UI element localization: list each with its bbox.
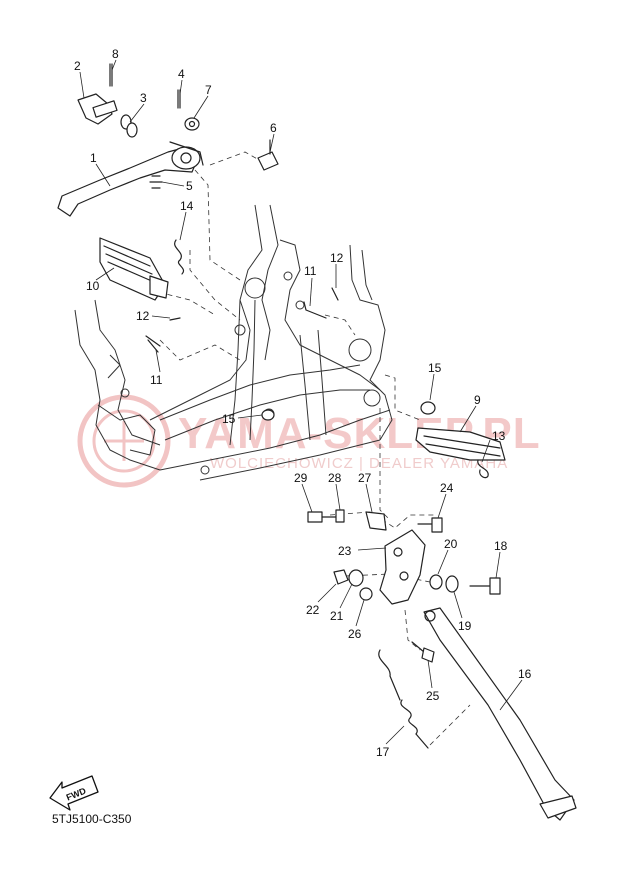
callout-9: 9	[474, 393, 481, 407]
callout-25: 25	[426, 689, 440, 703]
frame-outline	[74, 204, 393, 481]
footrest-right	[415, 427, 506, 461]
bolt-25	[411, 641, 435, 663]
bolt-18	[469, 577, 501, 595]
callout-14: 14	[180, 199, 194, 213]
callout-24: 24	[440, 481, 454, 495]
callout-12-lower: 12	[136, 309, 150, 323]
callout-17: 17	[376, 745, 390, 759]
sidestand	[423, 607, 577, 821]
callout-5: 5	[186, 179, 193, 193]
callout-28: 28	[328, 471, 342, 485]
callout-26: 26	[348, 627, 362, 641]
pin-11-lower	[145, 335, 161, 353]
callout-8: 8	[112, 47, 119, 61]
callout-27: 27	[358, 471, 372, 485]
cotter-pin-8	[109, 63, 113, 87]
watermark-logo-icon	[77, 394, 171, 488]
leader-lines	[79, 59, 523, 745]
washer-19	[445, 575, 459, 593]
nut-15-right	[420, 401, 436, 415]
assembly-lines	[149, 151, 471, 746]
washer-7	[184, 117, 200, 131]
bolt-24	[417, 517, 443, 533]
callout-11-lower: 11	[150, 373, 163, 387]
spring-14	[174, 239, 184, 275]
bolt-6	[257, 139, 279, 171]
bracket-27	[365, 511, 387, 531]
callout-2: 2	[74, 59, 81, 73]
sidestand-bracket	[379, 529, 426, 605]
callout-20: 20	[444, 537, 458, 551]
callout-15-left: 15	[222, 412, 236, 426]
collar-20	[429, 574, 443, 590]
callout-21: 21	[330, 609, 344, 623]
fwd-arrow-icon: FWD	[49, 775, 99, 811]
spring-13	[477, 459, 489, 479]
callout-11-upper: 11	[304, 264, 317, 278]
callout-15-right: 15	[428, 361, 442, 375]
callout-18: 18	[494, 539, 508, 553]
pin-11-upper	[303, 301, 327, 319]
nut-22	[333, 569, 349, 585]
callouts: 2 8 4 3 7 6 1 5 14 10 11 12 12 11 15 15 …	[74, 47, 532, 759]
callout-6: 6	[270, 121, 277, 135]
callout-16: 16	[518, 667, 532, 681]
washer-26	[359, 587, 373, 601]
bolt-29	[307, 511, 337, 523]
cotter-pin-12-upper	[331, 287, 339, 301]
cotter-pin-12-lower	[169, 317, 181, 321]
watermark: YAMA-SKLEP.PL WOLCIECHOWICZ | DEALER YAM…	[77, 394, 540, 488]
diagram-reference-code: 5TJ5100-C350	[52, 812, 132, 826]
callout-23: 23	[338, 544, 352, 558]
nut-15-left	[261, 409, 275, 421]
callout-22: 22	[306, 603, 320, 617]
watermark-sub-text: WOLCIECHOWICZ | DEALER YAMAHA	[210, 455, 508, 472]
collar-28	[335, 509, 345, 523]
callout-7: 7	[205, 83, 212, 97]
callout-4: 4	[178, 67, 185, 81]
callout-10: 10	[86, 279, 100, 293]
washer-21	[348, 569, 364, 587]
cotter-pin-4	[177, 89, 181, 109]
spring-17	[378, 649, 429, 749]
callout-1: 1	[90, 151, 97, 165]
callout-3: 3	[140, 91, 147, 105]
callout-29: 29	[294, 471, 308, 485]
callout-13: 13	[492, 429, 506, 443]
footrest-left	[99, 237, 169, 301]
spring-5	[149, 175, 163, 189]
washer-3	[120, 114, 138, 138]
callout-19: 19	[458, 619, 472, 633]
callout-12-upper: 12	[330, 251, 344, 265]
pivot-shaft	[77, 93, 118, 125]
